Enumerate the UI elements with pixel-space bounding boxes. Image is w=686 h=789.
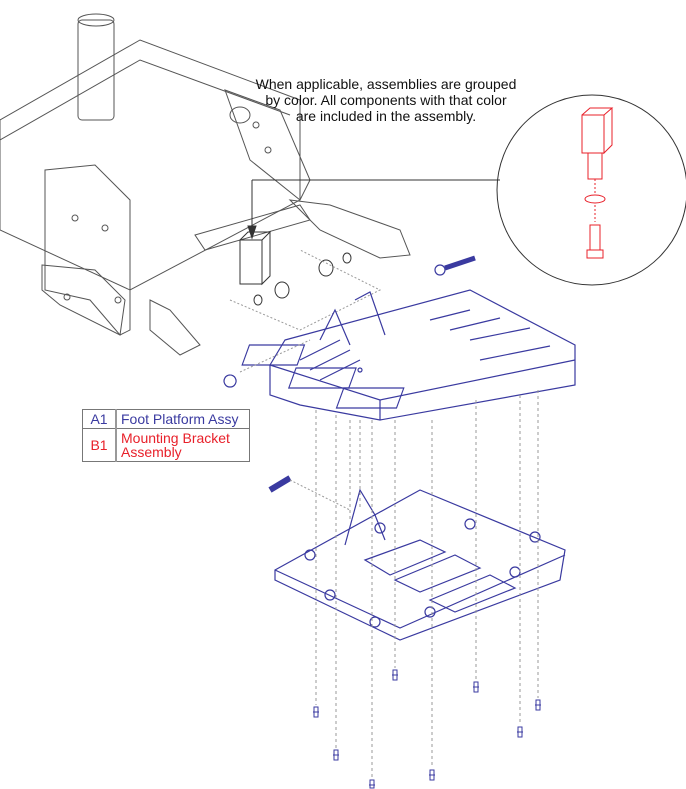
legend-row-b1: B1 Mounting Bracket Assembly — [82, 428, 250, 462]
legend-code: B1 — [82, 428, 117, 462]
legend-code: A1 — [82, 409, 117, 429]
mounting-bracket-installed — [229, 179, 500, 331]
legend-label: Foot Platform Assy — [115, 409, 250, 429]
chassis-frame — [0, 13, 411, 356]
assembly-color-note: When applicable, assemblies are grouped … — [255, 76, 517, 124]
assembly-legend: A1 Foot Platform Assy B1 Mounting Bracke… — [82, 409, 250, 462]
legend-row-a1: A1 Foot Platform Assy — [82, 409, 250, 429]
foot-platform — [223, 255, 576, 641]
detail-callout — [496, 94, 686, 286]
bracket-detail — [581, 107, 614, 259]
legend-label: Mounting Bracket Assembly — [115, 428, 250, 462]
screws — [313, 390, 541, 789]
